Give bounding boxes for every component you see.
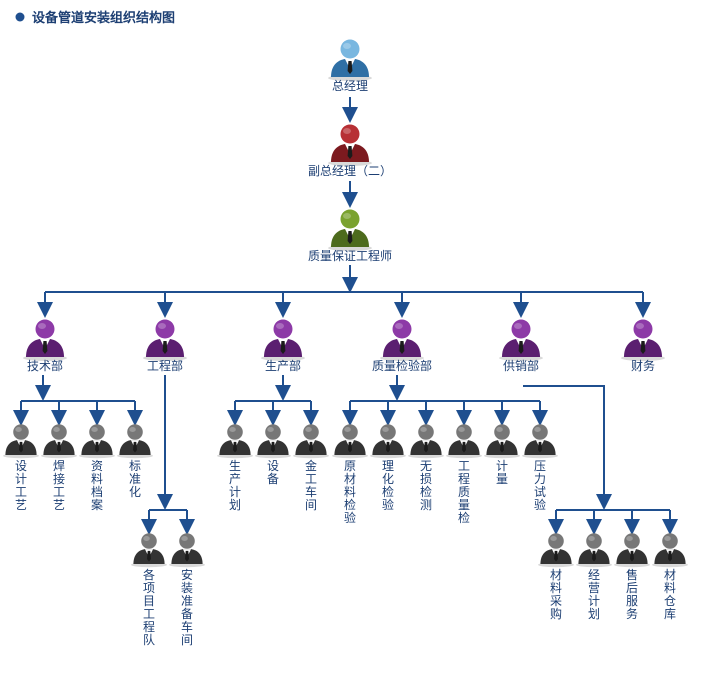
person-icon [2, 424, 40, 459]
node-label-t2: 焊接工艺 [53, 458, 65, 512]
node-q1 [331, 424, 369, 459]
node-label-vgm: 副总经理（二） [308, 164, 392, 178]
node-eng [143, 319, 187, 361]
node-label-t4: 标准化 [129, 459, 141, 499]
node-label-s4: 材料仓库 [664, 568, 676, 621]
node-label-q2: 理化检验 [382, 459, 394, 512]
person-icon [261, 319, 305, 361]
person-icon [483, 424, 521, 459]
person-icon [380, 319, 424, 361]
node-qc [380, 319, 424, 361]
person-icon [499, 319, 543, 361]
node-label-gm: 总经理 [332, 79, 368, 93]
node-t4 [116, 424, 154, 459]
person-icon [521, 424, 559, 459]
node-t2 [40, 424, 78, 459]
node-supply [499, 319, 543, 361]
person-icon [168, 533, 206, 568]
node-vgm [328, 124, 372, 166]
person-icon [292, 424, 330, 459]
node-label-prod: 生产部 [265, 358, 301, 373]
node-label-e1: 各项目工程队 [143, 567, 155, 647]
node-e2 [168, 533, 206, 568]
node-label-eng: 工程部 [147, 358, 183, 373]
node-label-e2: 安装准备车间 [181, 567, 193, 647]
person-icon [651, 533, 689, 568]
person-icon [116, 424, 154, 459]
node-e1 [130, 533, 168, 568]
person-icon [407, 424, 445, 459]
person-icon [328, 39, 372, 81]
person-icon [328, 124, 372, 166]
node-p3 [292, 424, 330, 459]
node-label-supply: 供销部 [503, 358, 539, 373]
node-label-t1: 设计工艺 [15, 459, 27, 512]
node-t1 [2, 424, 40, 459]
node-s1 [537, 533, 575, 568]
node-prod [261, 319, 305, 361]
title-bullet [15, 12, 25, 22]
node-s4 [651, 533, 689, 568]
node-tech [23, 319, 67, 361]
node-label-q3: 无损检测 [420, 459, 432, 512]
node-q6 [521, 424, 559, 459]
node-label-p2: 设备 [267, 459, 279, 486]
node-q5 [483, 424, 521, 459]
person-icon [130, 533, 168, 568]
person-icon [445, 424, 483, 459]
node-label-s1: 材料采购 [550, 568, 562, 621]
node-label-q1: 原材料检验 [344, 459, 356, 525]
person-icon [23, 319, 67, 361]
person-icon [40, 424, 78, 459]
node-s2 [575, 533, 613, 568]
connector-supply-down [523, 385, 612, 510]
node-label-s3: 售后服务 [626, 567, 638, 621]
person-icon [613, 533, 651, 568]
node-t3 [78, 424, 116, 459]
node-q2 [369, 424, 407, 459]
node-label-p3: 金工车间 [305, 458, 317, 512]
node-label-fin: 财务 [631, 358, 655, 373]
person-icon [621, 319, 665, 361]
node-label-qae: 质量保证工程师 [308, 248, 392, 263]
node-label-qc: 质量检验部 [372, 358, 432, 373]
person-icon [369, 424, 407, 459]
node-gm [328, 39, 372, 81]
person-icon [575, 533, 613, 568]
node-s3 [613, 533, 651, 568]
person-icon [254, 424, 292, 459]
node-label-t3: 资料档案 [91, 459, 103, 512]
person-icon [537, 533, 575, 568]
person-icon [78, 424, 116, 459]
chart-title: 设备管道安装组织结构图 [32, 10, 175, 26]
node-p1 [216, 424, 254, 459]
node-label-q5: 计量 [496, 459, 508, 486]
connectors [13, 97, 678, 535]
node-label-tech: 技术部 [27, 358, 63, 373]
person-icon [328, 209, 372, 251]
node-label-s2: 经营计划 [588, 568, 600, 621]
node-q4 [445, 424, 483, 459]
node-label-q6: 压力试验 [534, 459, 546, 512]
node-qae [328, 209, 372, 251]
person-icon [143, 319, 187, 361]
person-icon [331, 424, 369, 459]
node-label-q4: 工程质量检 [458, 459, 470, 525]
node-label-p1: 生产计划 [229, 459, 241, 512]
person-icon [216, 424, 254, 459]
node-fin [621, 319, 665, 361]
node-p2 [254, 424, 292, 459]
node-q3 [407, 424, 445, 459]
